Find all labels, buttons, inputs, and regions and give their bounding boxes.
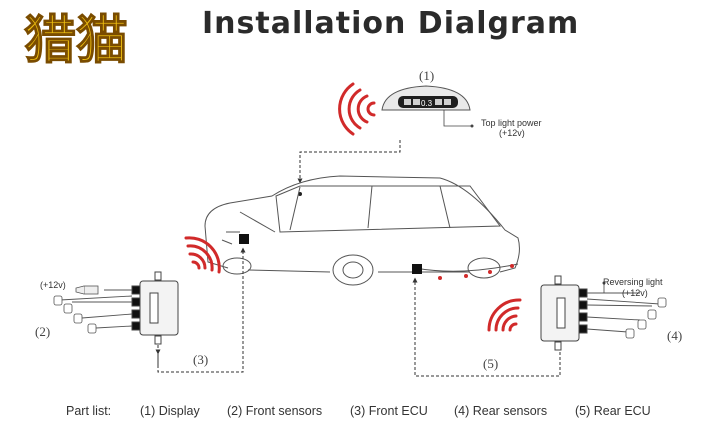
front-sensor-wires [59,289,133,329]
label-top-light-power: Top light power [481,118,542,128]
part-item: (1) Display [140,404,200,418]
parts-list: Part list: (1) Display (2) Front sensors… [66,404,661,418]
display-readout: 0.3 [421,99,433,108]
rear-signal-waves [487,298,522,332]
label-front-sensors-number: (2) [35,324,51,339]
label-rear-ecu-number: (5) [483,356,499,371]
rear-sensor-dots [438,264,514,280]
part-item: (5) Rear ECU [575,404,651,418]
front-ecu-link-line [157,247,246,373]
rear-sensors [625,297,667,339]
label-rear-sensors-number: (4) [667,328,683,343]
front-sensors [53,295,97,334]
label-front-power: (+12v) [40,280,66,290]
front-power-plug [75,285,99,295]
label-top-light-voltage: (+12v) [499,128,525,138]
label-display-number: (1) [419,68,435,83]
label-reversing-light: Reversing light [603,277,663,287]
parts-list-label: Part list: [66,404,112,418]
page-title: Installation Dialgram [202,6,580,41]
rear-ecu-box [540,275,588,351]
car-illustration [204,175,520,286]
label-reversing-voltage: (+12v) [622,288,648,298]
front-signal-waves [184,236,221,274]
top-power-wire [443,110,472,127]
logo-text: 猎猫 [24,10,128,68]
display-unit: 0.3 [381,85,471,111]
rear-ecu-link-line [412,277,561,377]
rear-ecu-marker [412,264,422,274]
front-ecu-marker [239,234,249,244]
part-item: (2) Front sensors [227,404,323,418]
part-item: (3) Front ECU [350,404,428,418]
rear-sensor-wires [586,292,661,333]
display-signal-waves [338,82,376,136]
label-front-ecu-number: (3) [193,352,209,367]
part-item: (4) Rear sensors [454,404,548,418]
brand-logo: 猎猫 [22,8,164,71]
front-ecu-box [131,271,179,345]
display-link-line [297,140,401,184]
